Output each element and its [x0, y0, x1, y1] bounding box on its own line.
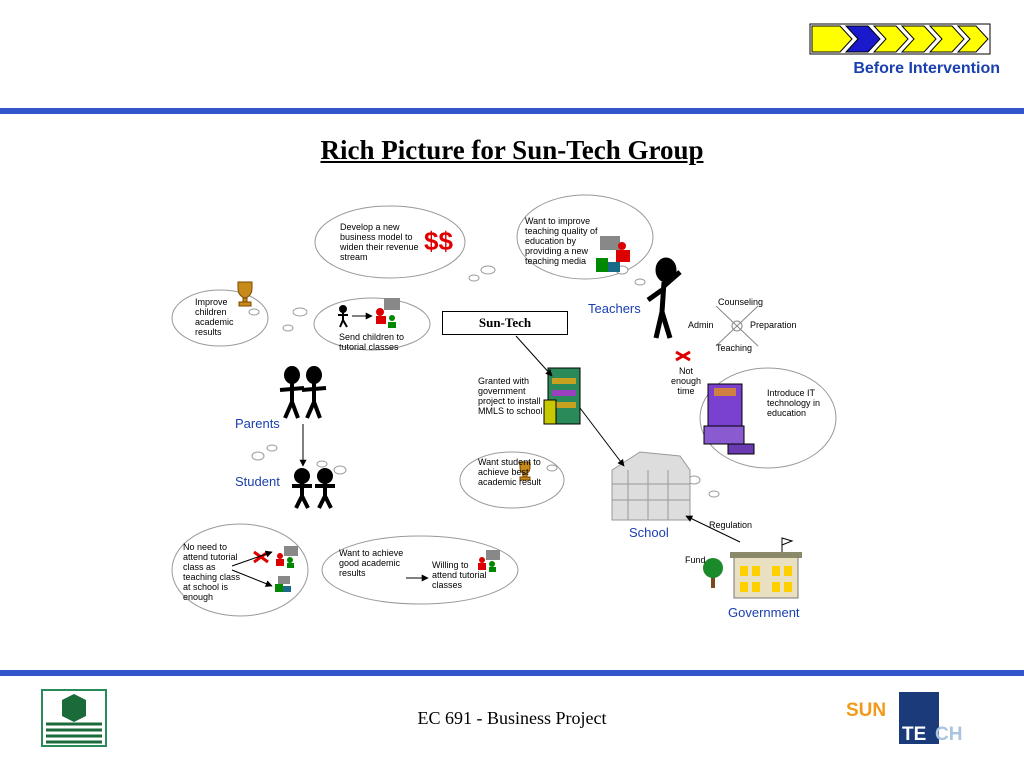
arrow-server-school [579, 407, 625, 467]
footer-divider [0, 670, 1024, 676]
left-logo-icon [41, 689, 107, 747]
parents-label: Parents [235, 416, 280, 431]
thought-send-children: Send children to tutorial classes [339, 332, 405, 352]
svg-text:CH: CH [935, 724, 962, 745]
school-building-icon [611, 451, 691, 521]
fund-label: Fund [685, 555, 706, 565]
status-label: Before Intervention [853, 60, 1000, 77]
teacher-tasks-diagram [715, 305, 759, 347]
suntech-entity-box: Sun-Tech [442, 311, 568, 335]
trophy-small-icon [519, 461, 531, 481]
student-figures-icon [292, 468, 335, 509]
thought-introduce-it: Introduce IT technology in education [767, 388, 821, 418]
arrow-no-need-1 [231, 550, 273, 567]
regulation-label: Regulation [709, 520, 753, 530]
multimedia-class-small-icon [275, 576, 291, 592]
cloud-want-student [459, 451, 565, 509]
suntech-logo-icon: SUN TE CH [846, 692, 962, 745]
student-label: Student [235, 474, 280, 489]
thought-granted-project: Granted with government project to insta… [478, 376, 543, 416]
thought-no-need: No need to attend tutorial class as teac… [183, 542, 241, 602]
thought-want-good: Want to achieve good academic results [339, 548, 404, 578]
cloud-no-need [171, 523, 309, 617]
page-title: Rich Picture for Sun-Tech Group [320, 135, 704, 165]
thought-improve-children: Improve children academic results [195, 297, 234, 337]
cross-icon-not-enough-time [675, 350, 691, 362]
header-divider [0, 108, 1024, 114]
trophy-icon [237, 281, 253, 307]
footer-course-title: EC 691 - Business Project [417, 708, 607, 728]
computer-server-icon-1 [543, 367, 581, 425]
thought-develop-model: Develop a new business model to widen th… [340, 222, 419, 262]
svg-text:TE: TE [902, 724, 926, 745]
arrow-suntech-server [515, 335, 553, 377]
thought-want-student: Want student to achieve best academic re… [478, 457, 542, 487]
task-admin: Admin [688, 320, 714, 330]
cloud-want-good [321, 535, 519, 605]
child-figure-icon [338, 305, 348, 328]
government-label: Government [728, 605, 800, 620]
teacher-figure-icon [646, 257, 682, 339]
not-enough-time-label: Not enough time [670, 366, 702, 396]
progress-chevrons-icon [809, 23, 991, 55]
classroom-icon-2 [276, 546, 298, 568]
school-label: School [629, 525, 669, 540]
arrow-regulation [685, 515, 741, 543]
tree-icon [703, 558, 723, 588]
government-building-icon [730, 537, 802, 599]
arrow-no-need-2 [231, 569, 273, 587]
multimedia-class-icon [596, 236, 630, 272]
cloud-develop-model [314, 205, 466, 279]
classroom-icon-3 [478, 550, 500, 572]
svg-text:SUN: SUN [846, 700, 886, 721]
task-teaching: Teaching [716, 343, 753, 353]
thought-improve-quality: Want to improve teaching quality of educ… [525, 216, 598, 266]
teachers-label: Teachers [588, 301, 641, 316]
parents-figures-icon [279, 366, 327, 419]
classroom-icon-1 [376, 298, 400, 328]
task-preparation: Preparation [750, 320, 797, 330]
thought-willing: Willing to attend tutorial classes [432, 560, 487, 590]
computer-server-icon-2 [703, 383, 755, 455]
task-counseling: Counseling [718, 297, 764, 307]
dollar-icon: $$ [424, 226, 453, 256]
